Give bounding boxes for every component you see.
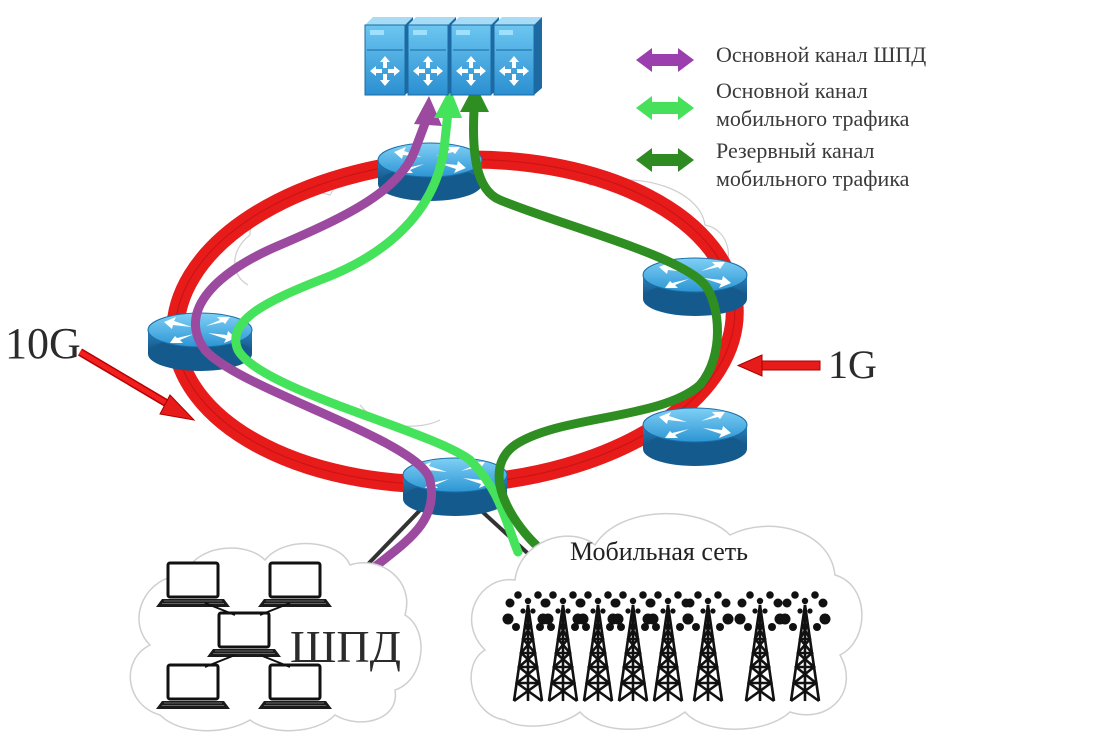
ring-1g-arrow xyxy=(736,354,821,377)
broadband-main-path xyxy=(190,113,436,580)
legend-mobile-backup-line2: мобильного трафика xyxy=(716,166,910,191)
double-arrow-icon xyxy=(636,148,694,172)
mobile-cloud-label: Мобильная сеть xyxy=(570,537,748,566)
ring-10g-label: 10G xyxy=(5,319,81,368)
laptop-icon xyxy=(154,561,232,609)
laptop-icon xyxy=(256,561,334,609)
legend-broadband-main: Основной канал ШПД xyxy=(716,42,926,67)
ring-1g-label: 1G xyxy=(828,342,877,387)
double-arrow-icon xyxy=(636,48,694,72)
laptop-icon xyxy=(154,663,232,711)
core-switch-stack-icon xyxy=(364,16,543,96)
mobile-backup-arrowhead xyxy=(460,84,489,112)
broadband-cloud-label: ШПД xyxy=(290,621,401,672)
mobile-main-arrowhead xyxy=(434,88,462,118)
laptop-links xyxy=(204,602,291,668)
router-icon xyxy=(642,407,748,467)
ring-10g-arrow xyxy=(77,348,196,421)
legend-mobile-backup-line1: Резервный канал xyxy=(716,138,875,163)
laptop-icon xyxy=(205,611,283,659)
router-icon xyxy=(642,257,748,317)
legend: Основной канал ШПД Основной канал мобиль… xyxy=(636,42,926,191)
mobile-main-path xyxy=(231,107,523,557)
legend-mobile-main-line2: мобильного трафика xyxy=(716,106,910,131)
double-arrow-icon xyxy=(636,96,694,120)
broadband-arrowhead xyxy=(414,96,442,126)
legend-mobile-main-line1: Основной канал xyxy=(716,78,868,103)
mobile-backup-path xyxy=(469,105,722,550)
